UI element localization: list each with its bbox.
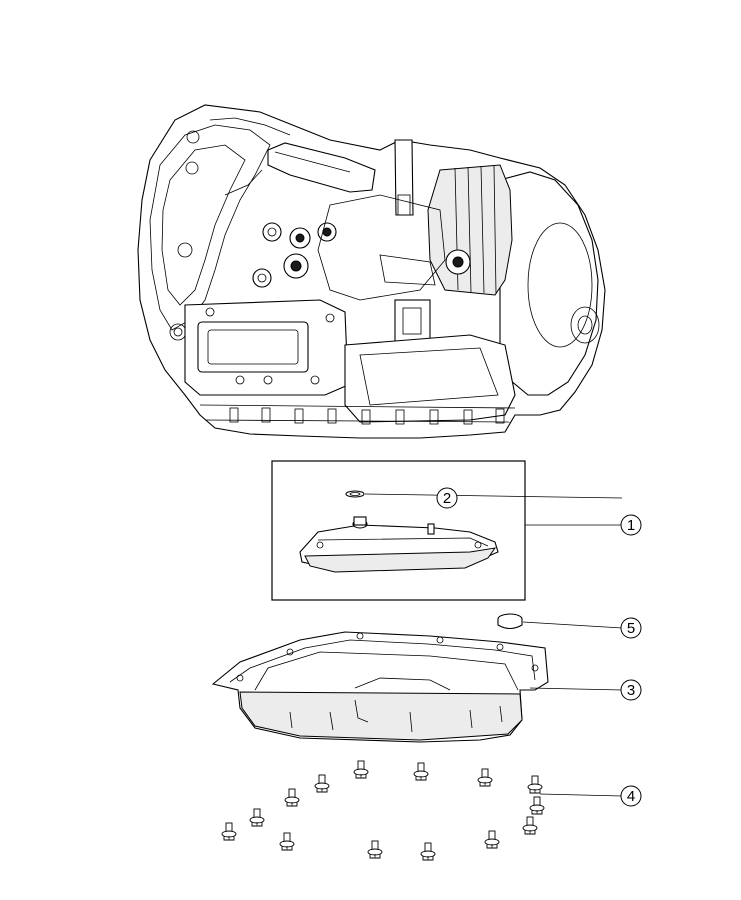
- filter-kit-box: [271, 460, 526, 601]
- filter-seal: [345, 490, 365, 498]
- bolt: [367, 840, 383, 859]
- leader-2: [364, 493, 623, 499]
- bolt: [279, 832, 295, 851]
- bolt: [284, 788, 300, 807]
- callout-4-label: 4: [627, 788, 635, 805]
- pan-plug: [497, 613, 523, 630]
- bolt: [484, 830, 500, 849]
- callout-4-circle: [620, 785, 642, 807]
- bolt: [314, 774, 330, 793]
- bolt: [420, 842, 436, 861]
- bolt: [221, 822, 237, 841]
- callout-5-label: 5: [627, 620, 635, 637]
- bolt: [522, 816, 538, 835]
- leader-4: [539, 793, 623, 797]
- oil-pan: [211, 631, 549, 743]
- leader-5: [522, 621, 623, 629]
- valve-body-module: [184, 299, 349, 396]
- bolt: [527, 775, 543, 794]
- callout-5: 5: [620, 617, 642, 639]
- bolt: [529, 796, 545, 815]
- callout-2-label: 2: [443, 490, 451, 507]
- fittings: [252, 222, 471, 288]
- callout-3: 3: [620, 679, 642, 701]
- pan-bolts: [221, 760, 545, 861]
- bolt: [353, 760, 369, 779]
- callout-4: 4: [620, 785, 642, 807]
- callout-5-circle: [620, 617, 642, 639]
- callout-3-circle: [620, 679, 642, 701]
- leader-3: [529, 687, 623, 691]
- callout-2: 2: [436, 487, 458, 509]
- transmission-assembly: [137, 104, 606, 439]
- callout-1-circle: [620, 514, 642, 536]
- oil-filter: [299, 516, 499, 573]
- callout-1: 1: [620, 514, 642, 536]
- callout-3-label: 3: [627, 682, 635, 699]
- bolt: [477, 768, 493, 787]
- bolt: [249, 808, 265, 827]
- callout-1-label: 1: [627, 517, 635, 534]
- bolt: [413, 762, 429, 781]
- leader-lines: [364, 493, 623, 797]
- callout-2-circle: [436, 487, 458, 509]
